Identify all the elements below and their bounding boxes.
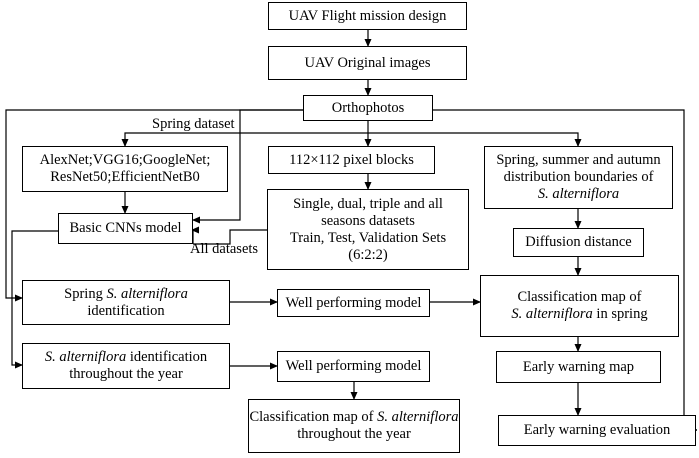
cnn-list-line-1: AlexNet;VGG16;GoogleNet;: [39, 152, 211, 168]
uav-flight-design-text: UAV Flight mission design: [288, 7, 447, 24]
well-performing-model-box-1: Well performing model: [277, 289, 430, 317]
all-datasets-label: All datasets: [190, 241, 259, 257]
spring-map-species: S. alterniflora: [511, 306, 593, 322]
year-map-species: S. alterniflora: [377, 409, 459, 425]
year-ident-line-2: throughout the year: [69, 366, 183, 382]
boundaries-line-1: Spring, summer and autumn: [496, 152, 661, 168]
datasets-box: Single, dual, triple and all seasons dat…: [267, 189, 469, 270]
datasets-line-1: Single, dual, triple and all: [293, 195, 443, 212]
early-warning-evaluation-box: Early warning evaluation: [498, 415, 696, 446]
year-ident-species: S. alterniflora: [44, 349, 127, 365]
year-map-pre: Classification map of: [249, 409, 378, 425]
boundaries-line-2: distribution boundaries of: [503, 169, 654, 185]
spring-map-line-1: Classification map of: [517, 289, 642, 305]
diffusion-distance-box: Diffusion distance: [513, 228, 644, 257]
spring-ident-species: S. alterniflora: [106, 285, 188, 302]
spring-dataset-label: Spring dataset: [152, 116, 235, 132]
boundaries-line-3: S. alterniflora: [537, 186, 620, 202]
well-performing-model-text-2: Well performing model: [285, 358, 422, 374]
year-map-line-2: throughout the year: [297, 426, 411, 442]
year-ident-mid: identification: [126, 349, 208, 365]
pixel-blocks-box: 112×112 pixel blocks: [268, 146, 435, 174]
year-map-line-1: Classification map of S. alterniflora: [249, 409, 458, 426]
spring-map-post: in spring: [592, 306, 648, 322]
datasets-line-2: seasons datasets: [321, 212, 415, 229]
year-classification-map-box: Classification map of S. alterniflora th…: [248, 399, 460, 453]
spring-ident-pre: Spring: [64, 285, 107, 302]
spring-ident-line-1: Spring S. alterniflora: [64, 286, 188, 303]
early-warning-map-box: Early warning map: [496, 351, 661, 383]
spring-map-line-2: S. alterniflora in spring: [511, 306, 647, 323]
year-ident-line-1: S. alterniflora identification: [45, 349, 207, 366]
spring-classification-map-box: Classification map of S. alterniflora in…: [480, 275, 679, 337]
year-identification-box: S. alterniflora identification throughou…: [22, 343, 230, 389]
well-performing-model-text-1: Well performing model: [285, 294, 422, 311]
spring-ident-line-2: identification: [87, 302, 165, 319]
uav-original-images-box: UAV Original images: [268, 46, 467, 80]
orthophotos-text: Orthophotos: [331, 99, 405, 116]
cnn-architectures-box: AlexNet;VGG16;GoogleNet; ResNet50;Effici…: [22, 146, 228, 192]
cnn-list-line-2: ResNet50;EfficientNetB0: [50, 169, 200, 185]
pixel-blocks-text: 112×112 pixel blocks: [289, 151, 414, 168]
basic-cnn-model-box: Basic CNNs model: [58, 213, 193, 244]
well-performing-model-box-2: Well performing model: [277, 351, 430, 382]
distribution-boundaries-box: Spring, summer and autumn distribution b…: [484, 146, 673, 209]
uav-flight-design-box: UAV Flight mission design: [268, 2, 467, 30]
basic-cnn-model-text: Basic CNNs model: [69, 220, 182, 236]
early-warning-map-text: Early warning map: [522, 358, 635, 375]
orthophotos-box: Orthophotos: [303, 95, 433, 121]
uav-original-images-text: UAV Original images: [304, 54, 431, 71]
early-warning-evaluation-text: Early warning evaluation: [523, 422, 671, 438]
datasets-line-4: (6:2:2): [348, 246, 388, 263]
diffusion-distance-text: Diffusion distance: [525, 234, 632, 250]
spring-identification-box: Spring S. alterniflora identification: [22, 280, 230, 325]
datasets-line-3: Train, Test, Validation Sets: [289, 229, 447, 246]
